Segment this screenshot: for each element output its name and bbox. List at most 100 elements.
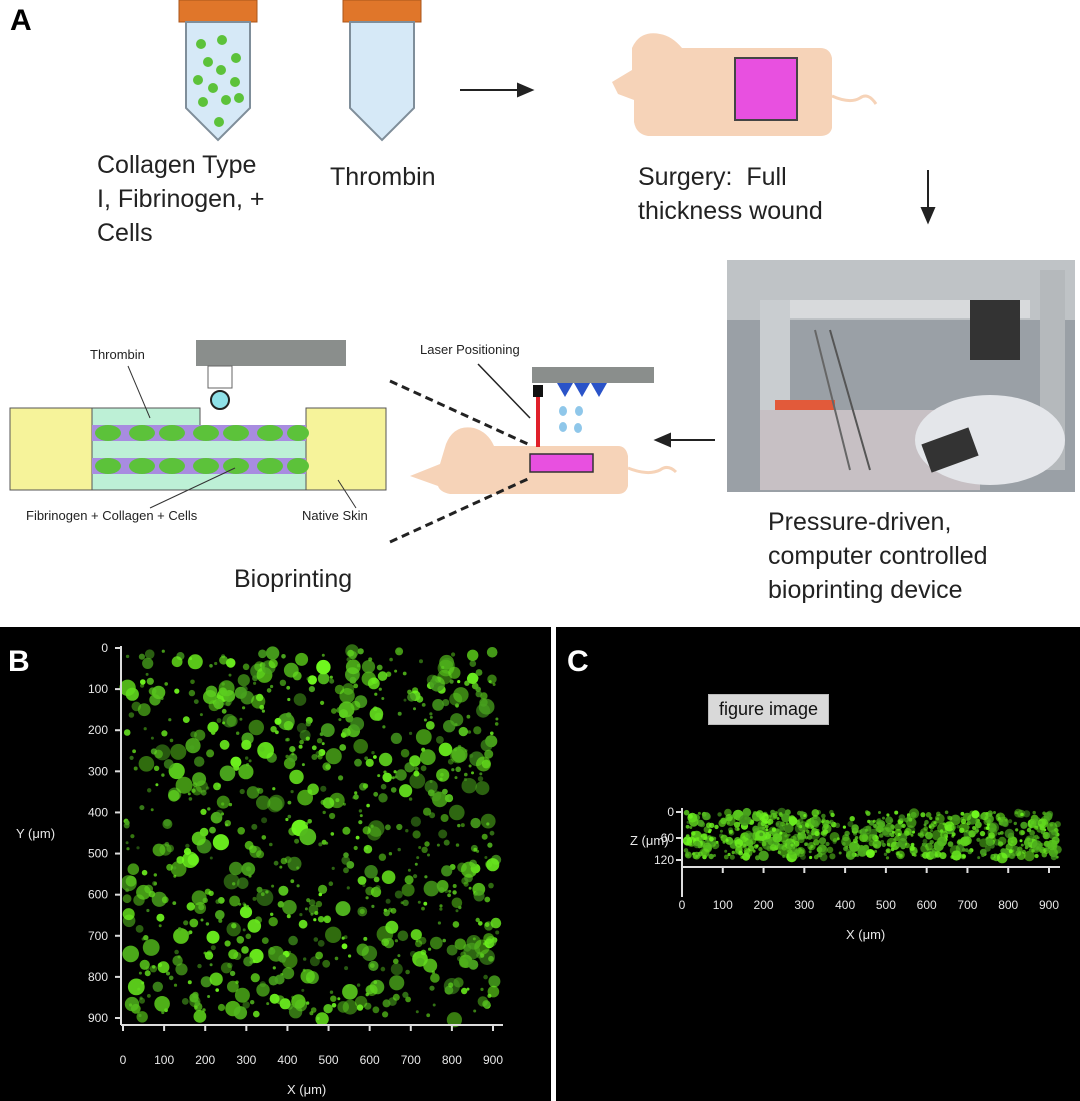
c-cell: [878, 811, 881, 814]
c-cell: [990, 843, 995, 848]
c-x-tick-label: 600: [917, 898, 937, 912]
c-cell: [735, 850, 739, 854]
c-cell: [782, 840, 786, 844]
c-cell: [1008, 819, 1012, 823]
c-cell: [727, 822, 730, 825]
c-cell: [900, 844, 905, 849]
c-cell: [899, 814, 906, 821]
c-x-tick-label: 800: [998, 898, 1018, 912]
c-cell: [739, 815, 750, 826]
c-x-tick-label: 500: [876, 898, 896, 912]
c-cell: [929, 823, 935, 829]
c-cell: [689, 843, 692, 846]
c-cell: [951, 835, 954, 838]
c-cell: [822, 818, 826, 822]
c-cell: [735, 826, 740, 831]
c-cell: [1020, 822, 1027, 829]
c-cell: [1027, 837, 1031, 841]
c-cell: [967, 826, 970, 829]
c-cell: [805, 836, 808, 839]
c-cell: [724, 809, 732, 817]
c-cell: [1028, 823, 1032, 827]
c-cell: [1046, 811, 1053, 818]
c-cell: [735, 839, 744, 848]
c-cell: [873, 820, 876, 823]
c-cell: [709, 854, 714, 859]
c-z-tick-label: 0: [667, 805, 674, 819]
c-cell: [886, 849, 889, 852]
c-cell: [721, 835, 728, 842]
c-cell: [762, 842, 767, 847]
c-cell: [866, 849, 875, 858]
c-cell: [729, 830, 733, 834]
c-cell: [1038, 821, 1042, 825]
c-cell: [991, 854, 995, 858]
c-cell: [827, 847, 834, 854]
c-cell: [980, 849, 987, 856]
c-x-tick-label: 400: [835, 898, 855, 912]
c-cell: [819, 837, 826, 844]
c-cell: [758, 847, 762, 851]
c-cell: [732, 851, 735, 854]
c-cell: [833, 838, 837, 842]
c-cell: [708, 830, 711, 833]
c-cell: [770, 844, 777, 851]
c-cell: [937, 837, 947, 847]
c-cell: [867, 820, 870, 823]
c-cell: [809, 856, 812, 859]
c-cell: [1015, 811, 1018, 814]
c-cell: [1034, 826, 1038, 830]
c-cell: [813, 839, 819, 845]
c-cell: [877, 818, 882, 823]
c-cell: [866, 811, 871, 816]
c-cell: [1003, 821, 1008, 826]
c-cell: [770, 813, 777, 820]
c-cell: [890, 833, 894, 837]
c-cell: [728, 853, 731, 856]
c-cell: [930, 840, 934, 844]
c-cell: [882, 843, 886, 847]
c-cell: [1033, 811, 1036, 814]
c-cell: [1019, 830, 1025, 836]
c-cell: [935, 851, 942, 858]
c-cell: [772, 828, 776, 832]
c-cell: [781, 845, 787, 851]
c-cell: [1040, 825, 1045, 830]
c-cell: [976, 838, 980, 842]
c-cell: [901, 824, 905, 828]
c-cell: [930, 829, 933, 832]
c-cell: [698, 845, 701, 848]
c-cell: [761, 814, 771, 824]
c-x-tick-label: 0: [679, 898, 686, 912]
c-x-tick-label: 700: [957, 898, 977, 912]
c-cell: [820, 853, 828, 861]
c-cell: [909, 845, 915, 851]
c-cell: [1005, 829, 1015, 839]
c-cell: [950, 845, 961, 856]
c-cell: [1027, 828, 1031, 832]
c-cell: [1032, 840, 1043, 851]
c-cell: [702, 812, 707, 817]
c-cell: [798, 818, 803, 823]
c-cell: [959, 828, 964, 833]
c-cell: [788, 834, 791, 837]
c-x-tick-label: 300: [794, 898, 814, 912]
c-cell: [886, 856, 889, 859]
c-cell: [843, 847, 848, 852]
c-cell: [769, 831, 773, 835]
c-cell: [868, 834, 876, 842]
c-cell: [1055, 838, 1058, 841]
c-cell: [960, 836, 970, 846]
c-cell: [799, 812, 803, 816]
c-cell: [947, 816, 951, 820]
c-cell: [921, 831, 924, 834]
c-cell: [979, 814, 984, 819]
c-cell: [858, 830, 862, 834]
c-cell: [811, 817, 814, 820]
c-cell: [686, 825, 690, 829]
c-cell: [950, 855, 954, 859]
c-cell: [782, 855, 785, 858]
c-x-tick-label: 200: [754, 898, 774, 912]
c-cell: [825, 842, 829, 846]
